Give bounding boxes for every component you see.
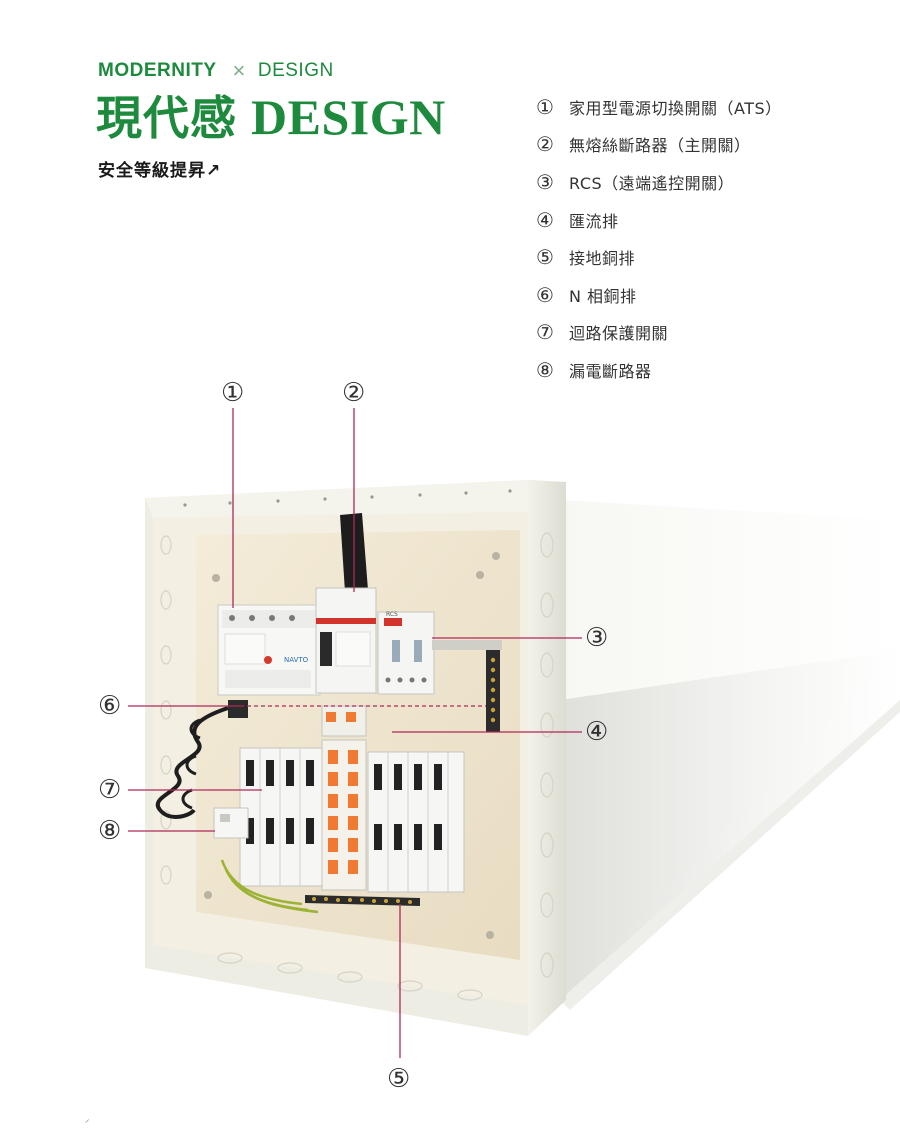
legend-label: 匯流排 — [569, 211, 619, 231]
legend-number: ① — [536, 94, 555, 119]
legend-item: ④ 匯流排 — [536, 201, 782, 239]
legend-number: ⑦ — [536, 320, 555, 345]
legend-item: ⑧ 漏電斷路器 — [536, 351, 782, 389]
legend-label: RCS（遠端遙控開關） — [569, 173, 735, 193]
callout-lines — [128, 408, 582, 1058]
callout-7: ⑦ — [98, 775, 122, 805]
grounding-bar — [305, 895, 420, 906]
title-latin: DESIGN — [251, 89, 446, 145]
rcs-label-text: RCS — [386, 611, 398, 618]
main-breaker — [315, 513, 377, 694]
legend-label: 接地銅排 — [569, 249, 636, 269]
legend-item: ① 家用型電源切換開關（ATS） — [536, 88, 782, 126]
page-title: 現代感 DESIGN — [96, 82, 446, 148]
legend-number: ② — [536, 132, 555, 157]
callout-4: ④ — [585, 717, 609, 747]
callout-2: ② — [342, 378, 366, 408]
legend-label: N 相銅排 — [569, 286, 637, 306]
legend-label: 無熔絲斷路器（主開關） — [569, 136, 751, 156]
legend-number: ④ — [536, 207, 555, 232]
legend-item: ⑤ 接地銅排 — [536, 238, 782, 276]
legend-item: ② 無熔絲斷路器（主開關） — [536, 126, 782, 164]
legend-item: ③ RCS（遠端遙控開關） — [536, 163, 782, 201]
legend-number: ⑥ — [536, 282, 555, 307]
circuit-breakers-right — [367, 751, 465, 893]
ats-switch: NAVTO — [217, 604, 321, 696]
perspective-shadow — [560, 500, 900, 1010]
brand-design: DESIGN — [257, 60, 334, 81]
legend-item: ⑦ 迴路保護開關 — [536, 314, 782, 352]
brand-modernity: MODERNITY — [98, 60, 217, 81]
legend-label: 漏電斷路器 — [569, 361, 652, 381]
brand-line: MODERNITY × DESIGN — [98, 58, 334, 84]
ats-brand-text: NAVTO — [284, 656, 309, 664]
callout-3: ③ — [585, 623, 609, 653]
legend-number: ③ — [536, 169, 555, 194]
legend-label: 迴路保護開關 — [569, 324, 669, 344]
callout-6: ⑥ — [98, 691, 122, 721]
brand-cross: × — [232, 58, 246, 83]
coiled-cable — [155, 706, 229, 819]
title-cjk: 現代感 — [96, 91, 237, 145]
callout-1: ① — [221, 378, 245, 408]
component-legend: ① 家用型電源切換開關（ATS） ② 無熔絲斷路器（主開關） ③ RCS（遠端遙控開關… — [536, 88, 782, 389]
n-phase-bar — [228, 650, 500, 732]
callout-8: ⑧ — [98, 816, 122, 846]
circuit-breakers-left — [239, 747, 323, 887]
earth-wires — [220, 859, 319, 914]
legend-number: ⑧ — [536, 357, 555, 382]
callout-5: ⑤ — [387, 1064, 411, 1094]
legend-item: ⑥ N 相銅排 — [536, 276, 782, 314]
legend-label: 家用型電源切換開關（ATS） — [569, 98, 782, 118]
busbar — [321, 705, 367, 891]
legend-number: ⑤ — [536, 245, 555, 270]
page-subtitle: 安全等級提昇↗ — [98, 161, 222, 181]
rcs-switch: RCS — [377, 611, 502, 695]
leakage-breaker — [213, 807, 249, 839]
footer-mark: ⸝ — [85, 1115, 90, 1125]
